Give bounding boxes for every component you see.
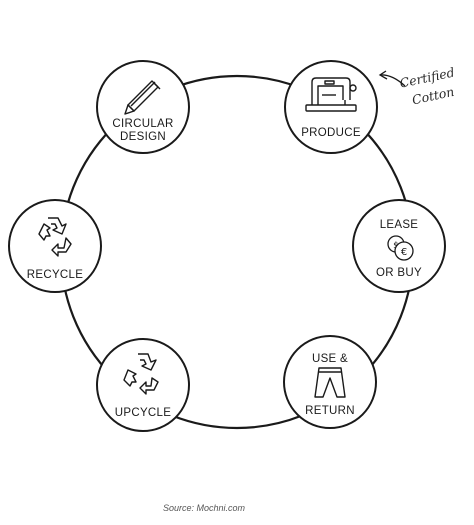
recycle-label: RECYCLE [27,269,83,281]
node-upcycle: UPCYCLE [96,338,190,432]
recycle-icon [38,217,72,257]
circular-design-label-line1: CIRCULAR [112,118,173,130]
node-recycle: RECYCLE [8,199,102,293]
annotation-arrow-icon [379,74,406,87]
pencil-icon [124,80,161,115]
circular-design-label-line2: DESIGN [120,131,166,143]
source-credit: Source: Mochni.com [162,503,245,513]
coins-icon: $ € [387,235,414,261]
produce-label: PRODUCE [301,127,361,139]
lease-label: LEASE [380,219,419,231]
annotation-line2: Cotton [411,84,456,108]
or-buy-label: OR BUY [376,267,422,279]
return-label: RETURN [305,405,355,417]
node-lease-or-buy: LEASE $ € OR BUY [352,199,446,293]
use-label: USE & [312,353,348,365]
coin-symbol-front: € [401,247,407,258]
node-circular-design: CIRCULAR DESIGN [96,60,190,154]
node-use-return: USE & RETURN [283,335,377,429]
sewing-machine-icon [305,77,357,112]
trousers-icon [314,367,346,398]
certified-cotton-annotation: Certified Cotton [378,64,456,108]
upcycle-arrows-icon [123,353,159,395]
upcycle-label: UPCYCLE [115,407,171,419]
node-produce: PRODUCE [284,60,378,154]
